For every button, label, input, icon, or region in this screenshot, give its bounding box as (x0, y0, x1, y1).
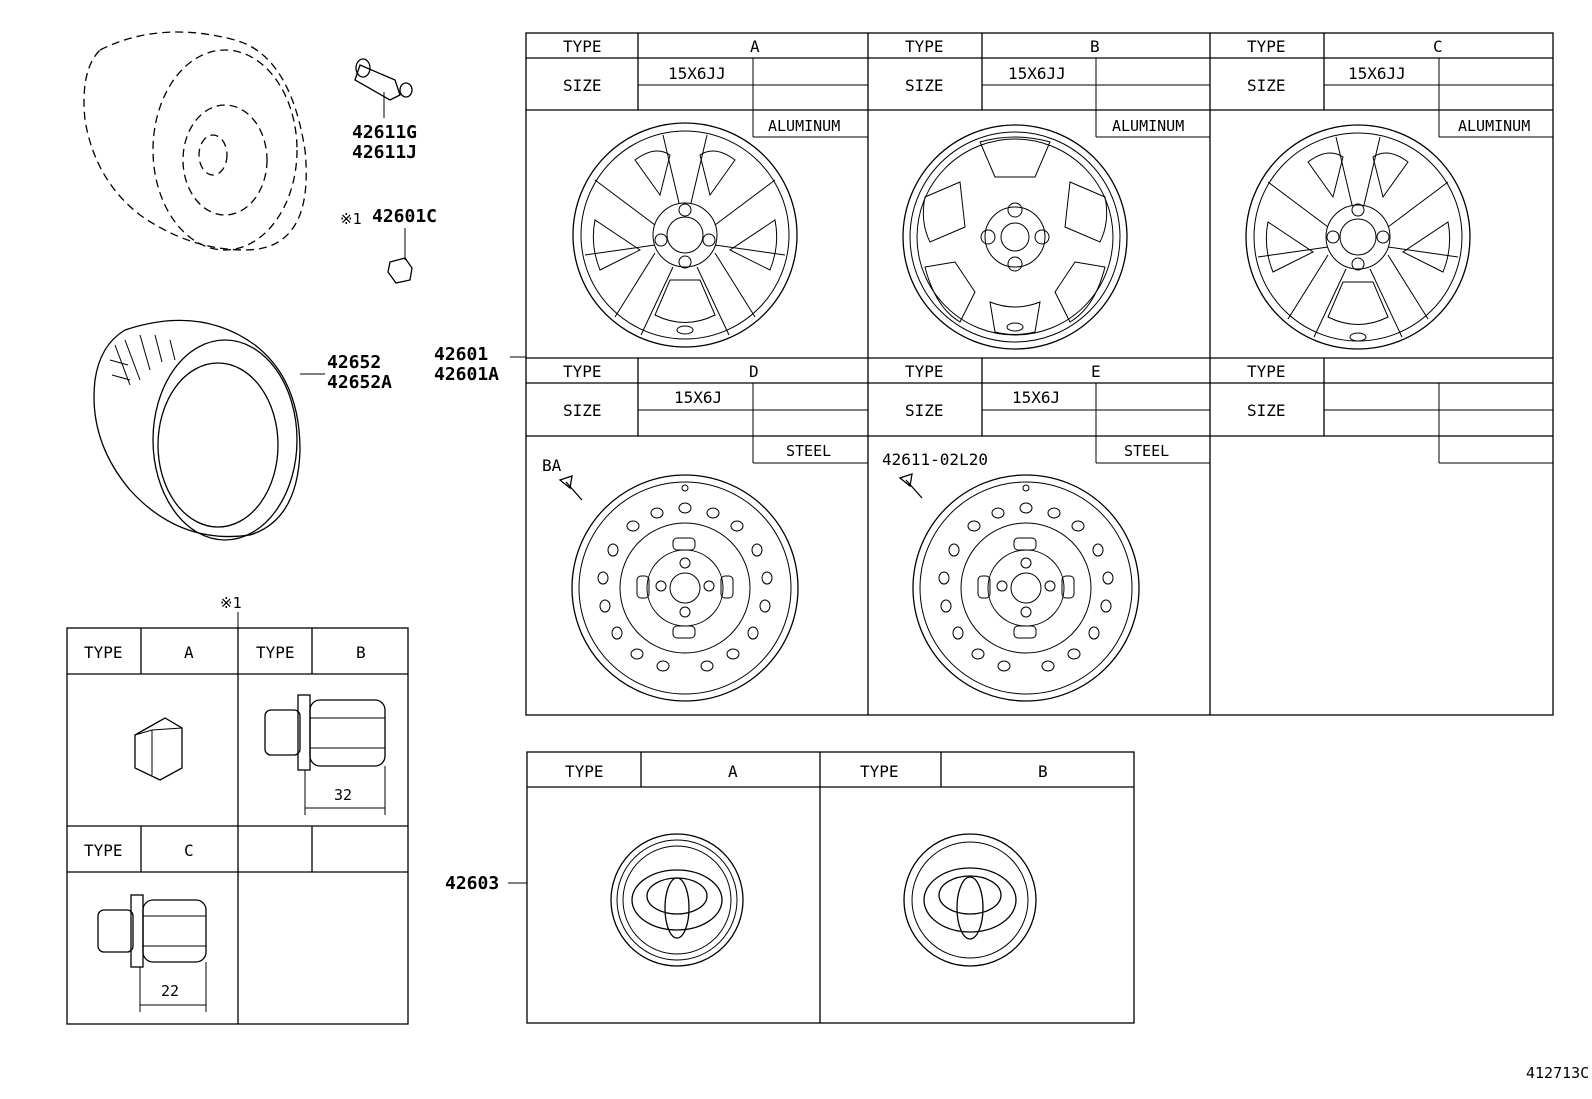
nut-b-illustration (264, 694, 386, 815)
spare-wheel-illustration (83, 31, 307, 251)
valve-part-number-2: 42611J (352, 142, 417, 163)
cap-b-illustration (903, 833, 1037, 967)
wheel-type-e: E (1091, 362, 1101, 381)
wheel-d-illustration (571, 474, 799, 702)
wheel-type-c: C (1433, 37, 1443, 56)
wheel-b-illustration (902, 124, 1128, 350)
wheel-material-c: ALUMINUM (1458, 117, 1530, 135)
wheel-size-c: 15X6JJ (1348, 64, 1406, 83)
wheel-type-d: D (749, 362, 759, 381)
wheel-part-number-1: 42601 (434, 344, 488, 365)
nut-table (66, 627, 409, 1025)
wheel-c-illustration (1245, 124, 1471, 350)
wheel-a-illustration (572, 122, 798, 348)
valve-illustration (354, 58, 413, 118)
wheel-part-number-2: 42601A (434, 364, 499, 385)
wheel-size-a: 15X6JJ (668, 64, 726, 83)
tire-part-number-2: 42652A (327, 372, 392, 393)
nut-type-label-b: TYPE (256, 643, 295, 662)
nut-b-dimension: 32 (334, 786, 352, 804)
wheel-type-label-e: TYPE (905, 362, 944, 381)
wheel-type-a: A (750, 37, 760, 56)
nut-table-mark: ※1 (220, 594, 242, 612)
wheel-size-label-f: SIZE (1247, 401, 1286, 420)
wheel-material-b: ALUMINUM (1112, 117, 1184, 135)
tire-part-number-1: 42652 (327, 352, 381, 373)
wheel-type-label-d: TYPE (563, 362, 602, 381)
wheel-type-label-f: TYPE (1247, 362, 1286, 381)
nut-type-b: B (356, 643, 366, 662)
nut-part-number: 42601C (372, 206, 437, 227)
wheel-size-label-b: SIZE (905, 76, 944, 95)
nut-c-dimension: 22 (161, 982, 179, 1000)
wheel-note-ba: BA (542, 456, 562, 475)
wheel-size-e: 15X6J (1012, 388, 1060, 407)
wheel-material-d: STEEL (786, 442, 831, 460)
drawing-id: 412713C (1526, 1064, 1589, 1082)
wheel-table (525, 32, 1554, 716)
wheel-size-b: 15X6JJ (1008, 64, 1066, 83)
wheel-note-e: 42611-02L20 (882, 450, 988, 469)
wheel-size-d: 15X6J (674, 388, 722, 407)
nut-mark: ※1 (340, 210, 362, 228)
wheel-size-label-e: SIZE (905, 401, 944, 420)
nut-type-label-c: TYPE (84, 841, 123, 860)
wheel-type-b: B (1090, 37, 1100, 56)
wheel-type-label-b: TYPE (905, 37, 944, 56)
cap-type-label-b: TYPE (860, 762, 899, 781)
wheel-type-label-c: TYPE (1247, 37, 1286, 56)
wheel-material-e: STEEL (1124, 442, 1169, 460)
cap-type-b: B (1038, 762, 1048, 781)
cap-type-label-a: TYPE (565, 762, 604, 781)
nut-type-label-a: TYPE (84, 643, 123, 662)
cap-type-a: A (728, 762, 738, 781)
wheel-size-label-d: SIZE (563, 401, 602, 420)
cap-a-illustration (610, 833, 744, 967)
wheel-size-label-a: SIZE (563, 76, 602, 95)
nut-c-illustration (97, 894, 207, 1012)
nut-type-a: A (184, 643, 194, 662)
cap-part-number: 42603 (445, 873, 499, 894)
wheel-size-label-c: SIZE (1247, 76, 1286, 95)
nut-type-c: C (184, 841, 194, 860)
nut-illustration (387, 257, 413, 284)
wheel-e-illustration (912, 474, 1140, 702)
cap-table (526, 751, 1135, 1024)
valve-part-number-1: 42611G (352, 122, 417, 143)
nut-a-illustration (134, 717, 183, 781)
tire-illustration (93, 319, 301, 541)
wheel-material-a: ALUMINUM (768, 117, 840, 135)
wheel-type-label-a: TYPE (563, 37, 602, 56)
